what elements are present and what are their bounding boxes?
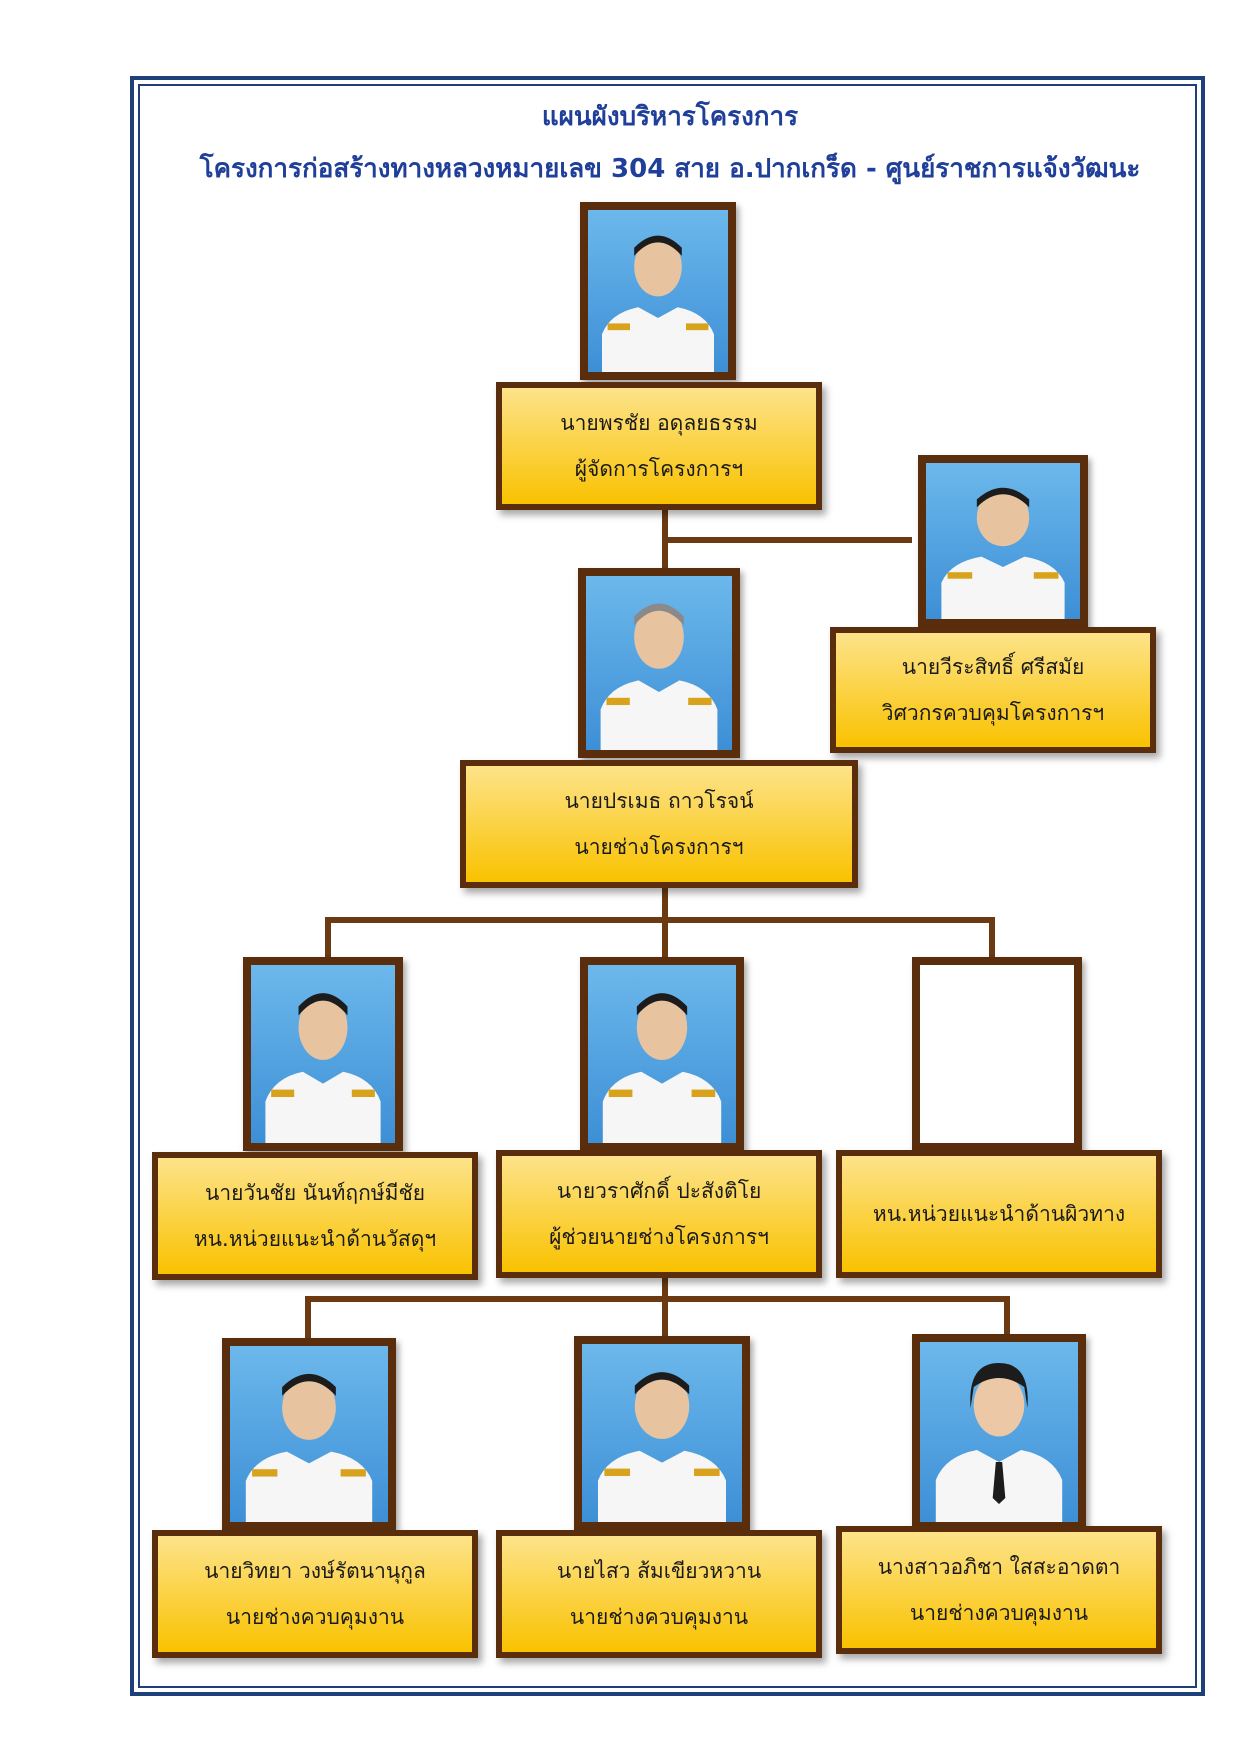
chart-title: แผนผังบริหารโครงการ bbox=[541, 102, 799, 132]
person-portrait-icon bbox=[245, 1373, 373, 1522]
photo-project-engineer bbox=[578, 568, 740, 758]
chart-subtitle: โครงการก่อสร้างทางหลวงหมายเลข 304 สาย อ.… bbox=[199, 154, 1141, 184]
person-portrait-icon bbox=[265, 993, 381, 1143]
person-portrait-icon bbox=[602, 993, 722, 1143]
member-role: หน.หน่วยแนะนำด้านผิวทาง bbox=[872, 1202, 1126, 1226]
member-box-supervisor-1: นายวิทยา วงษ์รัตนานุกูล นายช่างควบคุมงาน bbox=[152, 1530, 478, 1658]
person-portrait-icon bbox=[598, 1372, 726, 1522]
person-portrait-icon bbox=[600, 603, 718, 750]
member-name: นายวิทยา วงษ์รัตนานุกูล bbox=[204, 1559, 426, 1583]
member-box-materials-head: นายวันชัย นันท์ฤกษ์มีชัย หน.หน่วยแนะนำด้… bbox=[152, 1152, 478, 1280]
photo-manager bbox=[580, 202, 736, 380]
photo-pavement-head-empty bbox=[912, 957, 1082, 1151]
member-name: นางสาวอภิชา ใสสะอาดตา bbox=[877, 1555, 1121, 1579]
photo-supervisor-2 bbox=[574, 1336, 750, 1530]
member-name: นายวีระสิทธิ์ ศรีสมัย bbox=[901, 655, 1085, 679]
page-border-inner bbox=[138, 84, 1197, 1688]
member-role: นายช่างควบคุมงาน bbox=[909, 1601, 1089, 1625]
page-border-outer bbox=[130, 76, 1205, 1696]
member-role: ผู้ช่วยนายช่างโครงการฯ bbox=[549, 1225, 769, 1249]
member-name: นายวราศักดิ์ ปะสังติโย bbox=[556, 1179, 762, 1203]
connector-to-pavement-head bbox=[989, 917, 995, 957]
photo-assistant-engineer bbox=[580, 957, 744, 1151]
connector-engineer-down bbox=[662, 888, 668, 960]
person-portrait-icon bbox=[602, 235, 714, 372]
member-box-supervisor-3: นางสาวอภิชา ใสสะอาดตา นายช่างควบคุมงาน bbox=[836, 1526, 1162, 1654]
member-name: นายไสว ส้มเขียวหวาน bbox=[556, 1559, 762, 1583]
member-role: หน.หน่วยแนะนำด้านวัสดุฯ bbox=[193, 1227, 437, 1251]
connector-level3-horizontal bbox=[325, 917, 995, 923]
member-name: นายปรเมธ ถาวโรจน์ bbox=[564, 789, 754, 813]
photo-supervisor-3 bbox=[912, 1334, 1086, 1530]
member-box-assistant-engineer: นายวราศักดิ์ ปะสังติโย ผู้ช่วยนายช่างโคร… bbox=[496, 1150, 822, 1278]
connector-to-supervisor-3 bbox=[1004, 1296, 1010, 1338]
connector-level4-horizontal bbox=[305, 1296, 1010, 1302]
member-role: ผู้จัดการโครงการฯ bbox=[574, 457, 744, 481]
member-box-pavement-head: หน.หน่วยแนะนำด้านผิวทาง bbox=[836, 1150, 1162, 1278]
member-box-supervisor-2: นายไสว ส้มเขียวหวาน นายช่างควบคุมงาน bbox=[496, 1530, 822, 1658]
photo-control-engineer bbox=[918, 455, 1088, 627]
member-box-control-engineer: นายวีระสิทธิ์ ศรีสมัย วิศวกรควบคุมโครงกา… bbox=[830, 627, 1156, 753]
member-role: นายช่างโครงการฯ bbox=[574, 835, 744, 859]
connector-to-materials-head bbox=[325, 917, 331, 957]
person-portrait-icon bbox=[935, 1363, 1063, 1522]
connector-to-supervisor-1 bbox=[305, 1296, 311, 1338]
member-role: นายช่างควบคุมงาน bbox=[225, 1605, 405, 1629]
person-portrait-icon bbox=[941, 487, 1065, 619]
connector-assistant-down bbox=[662, 1276, 668, 1336]
member-role: วิศวกรควบคุมโครงการฯ bbox=[881, 701, 1105, 725]
member-name: นายวันชัย นันท์ฤกษ์มีชัย bbox=[204, 1181, 426, 1205]
photo-supervisor-1 bbox=[222, 1338, 396, 1530]
member-box-manager: นายพรชัย อดุลยธรรม ผู้จัดการโครงการฯ bbox=[496, 382, 822, 510]
member-role: นายช่างควบคุมงาน bbox=[569, 1605, 749, 1629]
member-box-project-engineer: นายปรเมธ ถาวโรจน์ นายช่างโครงการฯ bbox=[460, 760, 858, 888]
photo-materials-head bbox=[243, 957, 403, 1151]
connector-to-control-engineer bbox=[662, 537, 912, 543]
member-name: นายพรชัย อดุลยธรรม bbox=[560, 411, 758, 435]
